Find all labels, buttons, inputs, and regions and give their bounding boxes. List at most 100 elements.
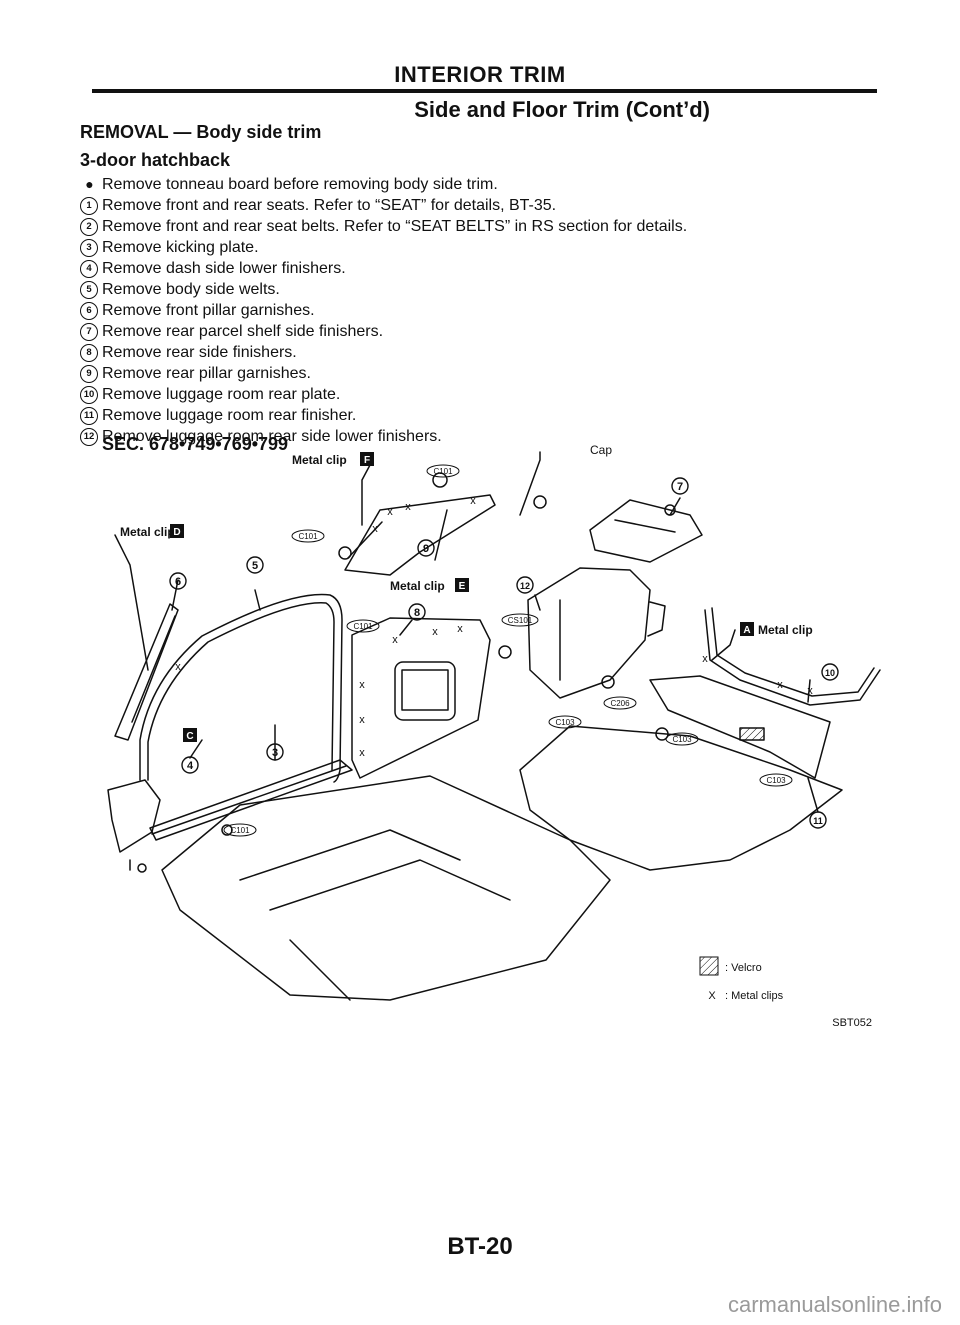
letter-e: E [459, 581, 466, 592]
rear-pillar-garnish [344, 494, 496, 576]
clip-code-c103: C103 [672, 735, 692, 744]
step-marker: 1 [80, 196, 98, 215]
step-marker: 11 [80, 406, 98, 425]
procedure-heading: REMOVAL — Body side trim [80, 122, 322, 142]
page-number: BT-20 [447, 1233, 513, 1260]
body-side-welt [139, 593, 343, 783]
svg-text:x: x [392, 634, 398, 646]
note-text: Remove tonneau board before removing bod… [102, 176, 498, 193]
letter-c: C [186, 731, 193, 742]
label-metal-clip-d: Metal clip [120, 525, 175, 539]
legend-velcro: : Velcro [725, 962, 762, 974]
svg-text:x: x [777, 679, 783, 691]
clip-code-c101: C101 [298, 532, 318, 541]
floor-carpet [161, 775, 611, 1001]
callout-9: 9 [423, 543, 429, 555]
callout-7: 7 [677, 481, 683, 493]
svg-text:x: x [175, 661, 181, 673]
callout-8: 8 [414, 607, 420, 619]
callout-12: 12 [520, 581, 530, 591]
page-subtitle: Side and Floor Trim (Cont’d) [414, 97, 710, 122]
luggage-rear-plate [704, 607, 881, 706]
svg-text:x: x [359, 679, 365, 691]
clip-code-c103: C103 [766, 776, 786, 785]
step-marker: 9 [80, 364, 98, 383]
step-text: Remove front pillar garnishes. [102, 302, 315, 319]
step-text: Remove luggage room rear finisher. [102, 407, 357, 424]
svg-text:x: x [359, 714, 365, 726]
figure-id: SBT052 [832, 1017, 872, 1029]
bullet-icon: ● [85, 176, 94, 192]
step-marker: 10 [80, 385, 98, 404]
svg-text:x: x [405, 501, 411, 513]
exploded-diagram: 6 5 4 3 7 8 9 10 11 12 Metal clip Metal … [90, 440, 890, 1040]
step-marker: 2 [80, 217, 98, 236]
front-pillar-garnish [114, 603, 179, 741]
velcro-swatch [699, 956, 719, 976]
procedure-variant: 3-door hatchback [80, 150, 231, 170]
svg-text:x: x [387, 506, 393, 518]
step-marker: 8 [80, 343, 98, 362]
clip-code-c101: C101 [433, 467, 453, 476]
kicking-plate [149, 759, 353, 841]
svg-text:x: x [470, 495, 476, 507]
svg-text:x: x [457, 623, 463, 635]
step-marker: 6 [80, 301, 98, 320]
luggage-rear-finisher [649, 675, 831, 779]
letter-f: F [364, 455, 370, 466]
callout-5: 5 [252, 560, 258, 572]
step-list: ● Remove tonneau board before removing bo… [80, 174, 687, 447]
step-text: Remove dash side lower finishers. [102, 260, 346, 277]
step-text: Remove luggage room rear side lower fini… [102, 428, 442, 445]
section-reference: SEC. 678•749•769•799 [102, 434, 289, 454]
luggage-side-finisher [527, 567, 666, 699]
parcel-shelf-finisher [589, 499, 703, 563]
svg-text:x: x [432, 626, 438, 638]
step-text: Remove rear parcel shelf side finishers. [102, 323, 384, 340]
step-text: Remove body side welts. [102, 281, 280, 298]
step-text: Remove rear side finishers. [102, 344, 297, 361]
clip-code-c101: C101 [353, 622, 373, 631]
step-text: Remove luggage room rear plate. [102, 386, 341, 403]
svg-text:x: x [807, 685, 813, 697]
step-text: Remove rear pillar garnishes. [102, 365, 311, 382]
callout-10: 10 [825, 668, 835, 678]
section-title: INTERIOR TRIM [394, 62, 566, 87]
clip-code-c206: C206 [610, 699, 630, 708]
label-metal-clip-a: Metal clip [758, 623, 813, 637]
clip-code-c101: C101 [230, 826, 250, 835]
legend: : Velcro X : Metal clips [699, 956, 784, 1002]
step-marker: 7 [80, 322, 98, 341]
step-text: Remove front and rear seats. Refer to “S… [102, 197, 557, 214]
step-text: Remove front and rear seat belts. Refer … [102, 218, 688, 235]
svg-text:x: x [359, 747, 365, 759]
label-metal-clip-f: Metal clip [292, 453, 347, 467]
header-rule [92, 89, 877, 93]
letter-d: D [173, 527, 180, 538]
diagram-svg: 6 5 4 3 7 8 9 10 11 12 Metal clip Metal … [107, 443, 881, 1002]
callout-3: 3 [272, 747, 278, 759]
watermark: carmanualsonline.info [727, 1292, 942, 1317]
callout-6: 6 [175, 576, 181, 588]
letter-boxes [170, 452, 754, 742]
step-marker: 5 [80, 280, 98, 299]
list-item: ● Remove tonneau board before removing bo… [80, 174, 687, 195]
step-text: Remove kicking plate. [102, 239, 259, 256]
letter-a: A [743, 625, 750, 636]
callout-4: 4 [187, 760, 194, 772]
rear-side-finisher [351, 617, 491, 779]
clip-code-c103: C103 [555, 718, 575, 727]
step-marker: 12 [80, 427, 98, 446]
